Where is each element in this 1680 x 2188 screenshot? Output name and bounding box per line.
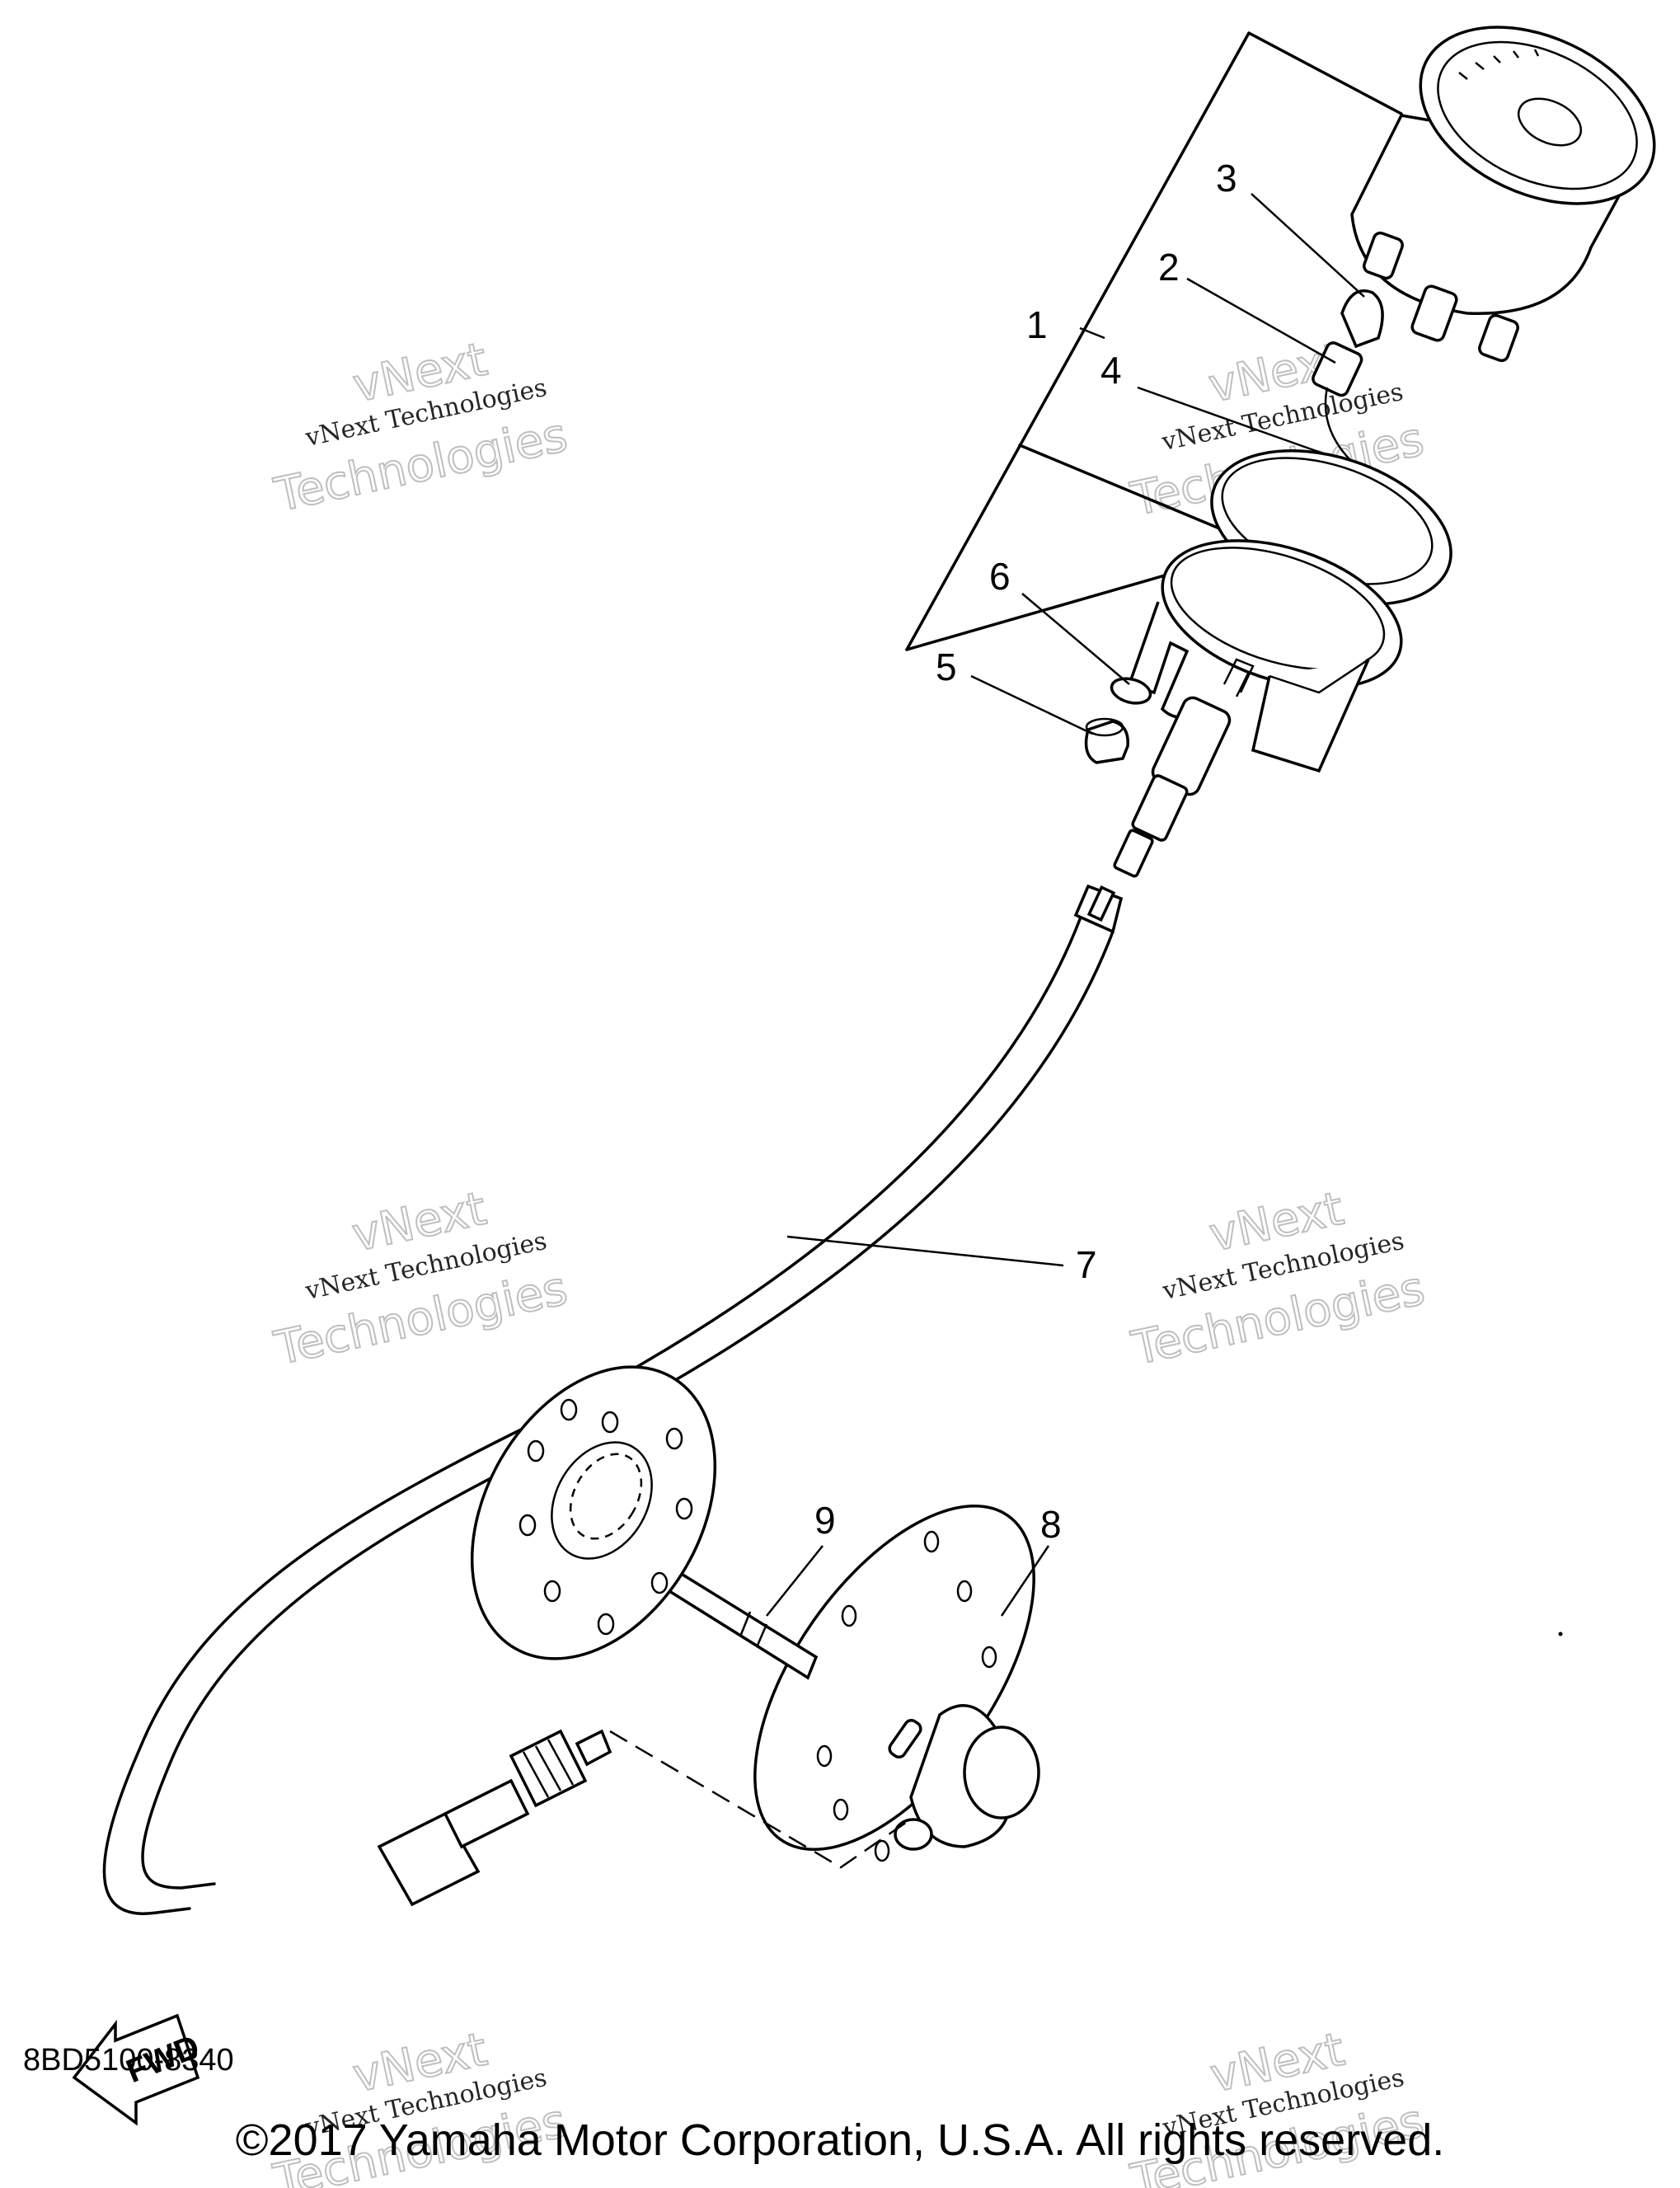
leader-lines	[766, 193, 1365, 1617]
wheel-disc-holes	[519, 1398, 693, 1636]
callout-4: 4	[1100, 349, 1122, 392]
callout-1: 1	[1026, 303, 1048, 346]
callout-6: 6	[989, 555, 1011, 598]
figure-id: 8BD5100-8340	[23, 2043, 234, 2078]
copyright-notice: ©2017 Yamaha Motor Corporation, U.S.A. A…	[235, 2115, 1445, 2165]
cable-upper-fitting	[1113, 658, 1266, 878]
callout-2: 2	[1158, 246, 1180, 289]
callout-7: 7	[1076, 1243, 1097, 1286]
meter-gear-unit	[753, 1504, 1040, 1862]
callout-5: 5	[936, 646, 957, 688]
callout-3: 3	[1216, 157, 1237, 200]
wheel-disc	[470, 1365, 717, 1660]
watermark-middle-right: vNext vNext Technologies Technologies	[1126, 1181, 1429, 1377]
callout-labels: 1 2 3 4 5 6 7 8 9	[814, 157, 1237, 1546]
indicator-bulb	[1340, 289, 1384, 349]
watermark-middle-left: vNext vNext Technologies Technologies	[269, 1181, 572, 1377]
meter-cable	[102, 884, 1124, 1915]
stray-dot	[1558, 1632, 1563, 1636]
callout-8: 8	[1040, 1503, 1062, 1546]
collar	[1084, 717, 1129, 764]
cable-lower-fitting	[377, 1729, 612, 1907]
gear-unit-holes	[816, 1530, 997, 1862]
watermark-top-left: vNext vNext Technologies Technologies	[269, 332, 572, 524]
grommet	[1110, 677, 1152, 705]
connection-dashed-line	[609, 1730, 908, 1869]
forward-arrow-icon: FWD	[72, 2013, 204, 2126]
drive-shaft	[667, 1568, 819, 1680]
speedometer-gauge	[1350, 26, 1656, 363]
meter-holder	[1127, 449, 1452, 773]
callout-9: 9	[814, 1499, 836, 1542]
